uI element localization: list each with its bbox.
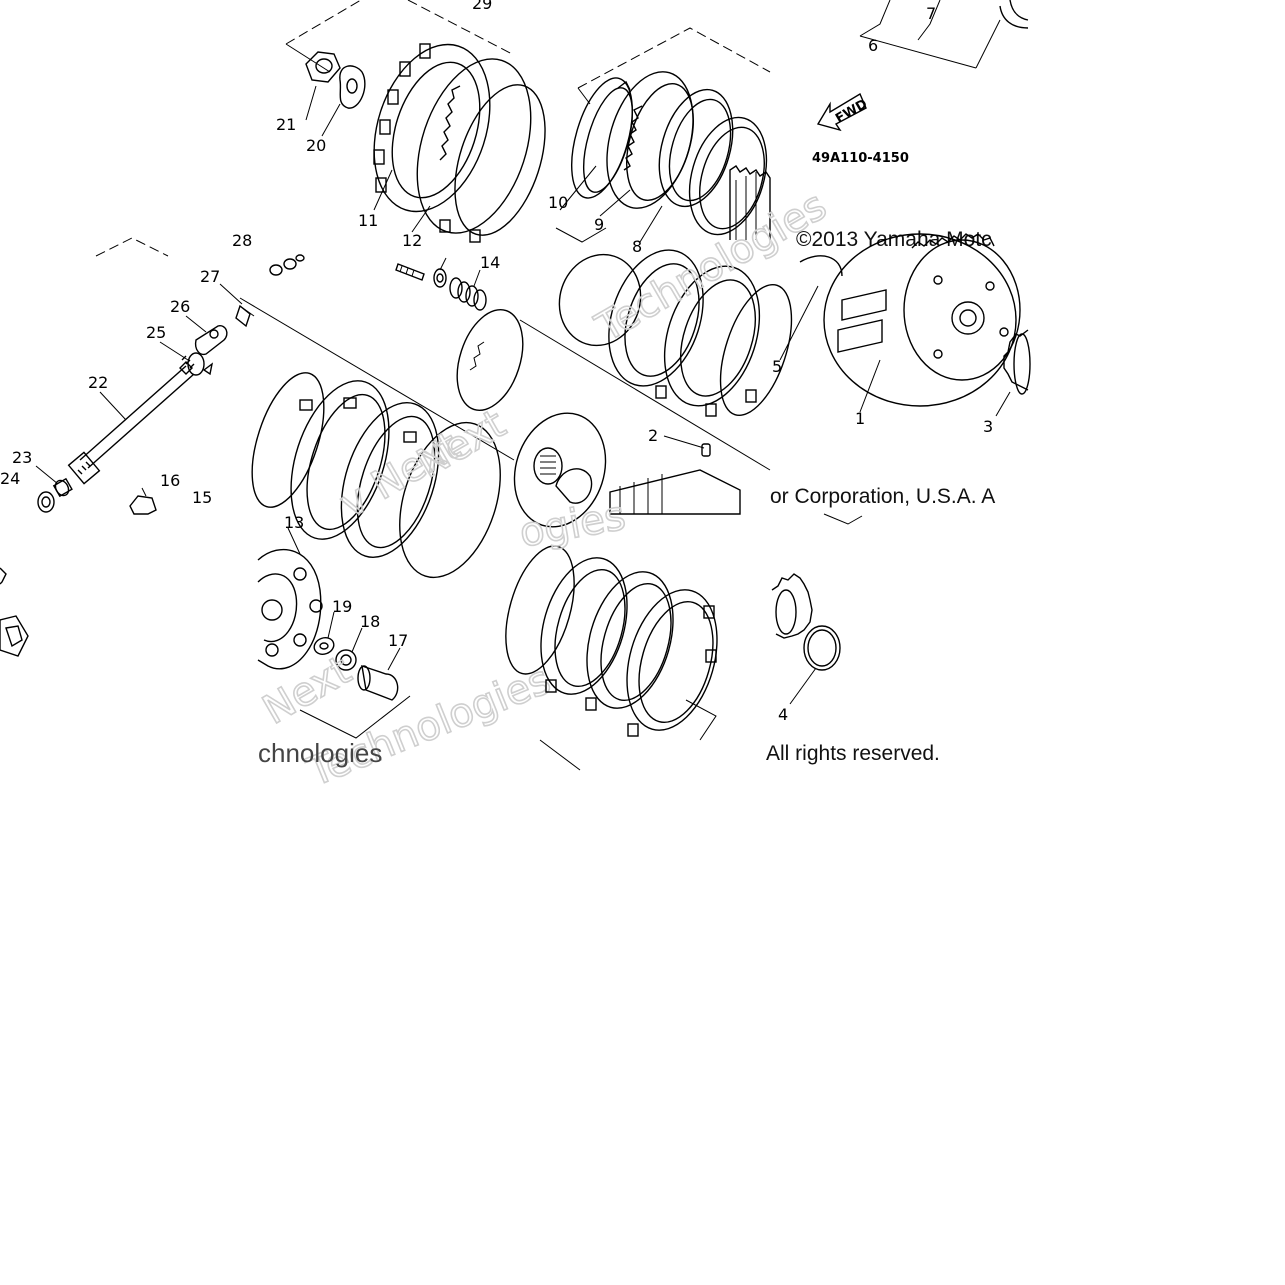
part-pressure-plate-13-lower xyxy=(257,548,323,670)
part-clutch-housing xyxy=(609,469,741,515)
label-part-6: 6 xyxy=(868,36,878,55)
label-part-16: 16 xyxy=(160,471,180,490)
part-friction-plate-9 xyxy=(606,71,694,209)
watermark-next-2: Next xyxy=(255,647,359,733)
part-damper-2 xyxy=(701,443,711,457)
tile-r2c2: 14 Next v Next xyxy=(239,253,524,579)
part-bolts-small xyxy=(269,254,305,276)
label-part-10: 10 xyxy=(548,193,568,212)
part-washer-19 xyxy=(313,637,335,655)
label-part-25: 25 xyxy=(146,323,166,342)
part-lever-26 xyxy=(194,325,228,356)
part-code: 49A110-4150 xyxy=(812,151,909,166)
tile-r3c1 xyxy=(0,567,29,657)
tile-r1c2: 21 20 11 12 29 xyxy=(276,0,546,250)
tile-r3c4: 4 All rights reserved. xyxy=(766,573,940,765)
part-plate-10 xyxy=(571,77,634,199)
part-bracket-partial xyxy=(0,615,29,657)
label-part-15: 15 xyxy=(192,488,212,507)
label-part-18: 18 xyxy=(360,612,380,631)
label-part-13: 13 xyxy=(284,513,304,532)
part-plate-stack-mid xyxy=(251,372,501,579)
copyright-line-2: or Corporation, U.S.A. A xyxy=(770,485,995,508)
part-cushion-5 xyxy=(799,255,843,277)
copyright-line-3: All rights reserved. xyxy=(766,742,940,765)
part-push-rod-17 xyxy=(357,664,399,701)
part-primary-driven-gear xyxy=(513,412,607,528)
part-gear-lower xyxy=(771,573,813,639)
part-pressure-plate-13 xyxy=(456,308,524,412)
label-part-20: 20 xyxy=(306,136,326,155)
part-bolt-16 xyxy=(129,495,157,515)
part-lock-washer-20 xyxy=(339,65,366,109)
part-seal-25 xyxy=(187,352,214,376)
tile-r3c2: 13 19 18 17 Next Technologies chnologies xyxy=(254,513,557,797)
part-nut-21 xyxy=(305,51,341,83)
label-part-5: 5 xyxy=(772,357,782,376)
watermark-chnologies: chnologies xyxy=(258,738,382,768)
label-part-17: 17 xyxy=(388,631,408,650)
label-part-19: 19 xyxy=(332,597,352,616)
tile-r3c3: ogies xyxy=(505,492,718,771)
label-part-29: 29 xyxy=(472,0,492,13)
part-clutch-hub-1 xyxy=(823,233,1021,407)
label-part-8: 8 xyxy=(632,237,642,256)
part-circlip-4 xyxy=(803,625,841,671)
part-seat-plate xyxy=(688,116,768,236)
label-part-21: 21 xyxy=(276,115,296,134)
part-plate-stack-r2c3 xyxy=(558,249,793,417)
label-part-9: 9 xyxy=(594,215,604,234)
tile-r2c4: 1 3 5 or Corporation, U.S.A. A xyxy=(770,233,1031,525)
label-part-23: 23 xyxy=(12,448,32,467)
label-part-14: 14 xyxy=(480,253,500,272)
part-washer-23 xyxy=(52,477,73,498)
label-part-28: 28 xyxy=(232,231,252,250)
part-clutch-plate-12 xyxy=(416,58,546,243)
label-part-24: 24 xyxy=(0,469,20,488)
part-plate-stack-lower xyxy=(505,545,718,737)
part-spring-ring-8 xyxy=(658,88,734,208)
part-clutch-boss-gear-top xyxy=(729,165,771,240)
label-part-1: 1 xyxy=(855,409,865,428)
tile-r1c4: FWD 6 7 49A110-4150 ©2013 Yamaha Motc xyxy=(796,0,1029,251)
label-part-22: 22 xyxy=(88,373,108,392)
label-part-11: 11 xyxy=(358,211,378,230)
watermark-ogies: ogies xyxy=(516,493,629,557)
part-nut-18 xyxy=(335,649,357,671)
label-part-2: 2 xyxy=(648,426,658,445)
part-screw-27 xyxy=(235,304,255,328)
part-seal-24 xyxy=(37,491,55,513)
part-spring-14 xyxy=(449,277,487,311)
copyright-line-1: ©2013 Yamaha Motc xyxy=(796,228,992,251)
part-friction-plate-11 xyxy=(373,43,491,213)
part-screw xyxy=(395,263,425,281)
part-gear-3 xyxy=(1003,329,1031,395)
label-part-27: 27 xyxy=(200,267,220,286)
fwd-arrow-label: FWD xyxy=(833,97,870,127)
label-part-26: 26 xyxy=(170,297,190,316)
label-part-7: 7 xyxy=(926,4,936,23)
fwd-arrow-icon: FWD xyxy=(816,92,870,132)
tile-r1c3: 10 9 8 xyxy=(548,27,771,256)
label-part-4: 4 xyxy=(778,705,788,724)
part-washer xyxy=(433,268,447,288)
label-part-12: 12 xyxy=(402,231,422,250)
label-part-3: 3 xyxy=(983,417,993,436)
tile-r2c1: 22 25 26 27 28 23 24 16 15 xyxy=(0,231,255,515)
